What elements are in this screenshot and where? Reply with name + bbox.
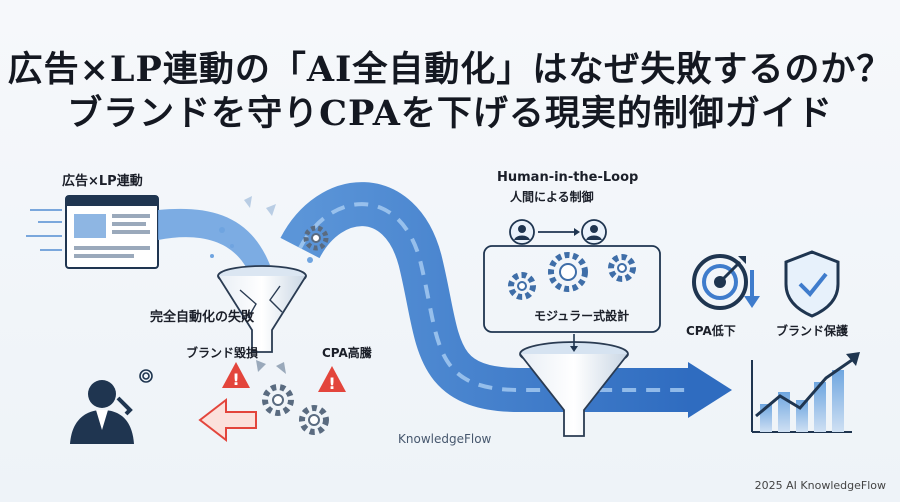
brand-name: KnowledgeFlow (398, 432, 492, 446)
label-cpa-soar: CPA高騰 (322, 346, 372, 360)
gear-icon (303, 225, 329, 251)
back-arrow-icon (198, 397, 257, 443)
growth-chart-icon (751, 352, 860, 433)
gear-hubs (272, 233, 321, 426)
flow-path-highlight (298, 202, 690, 392)
funnel-icon (519, 334, 629, 437)
footer-credit: 2025 AI KnowledgeFlow (754, 479, 886, 492)
ad-lp-window-icon (65, 195, 159, 269)
input-stream (158, 208, 270, 275)
title-line-1: 広告×LP連動の「AI全自動化」はなぜ失敗するのか？ (7, 49, 893, 90)
svg-text:!: ! (232, 370, 239, 389)
broken-funnel-icon (217, 265, 307, 374)
gear-hubs (517, 263, 627, 291)
title-line-2: ブランドを守りCPAを下げる現実的制御ガイド (67, 93, 833, 134)
page-title: 広告×LP連動の「AI全自動化」はなぜ失敗するのか？ ブランドを守りCPAを下げ… (0, 48, 900, 136)
person-glyphs (514, 225, 602, 240)
svg-text:!: ! (328, 374, 335, 393)
label-modular-design: モジュラー式設計 (534, 309, 630, 323)
hitl-loop (483, 219, 661, 333)
label-brand-damage: ブランド毀損 (186, 346, 259, 360)
label-full-auto-fail: 完全自動化の失敗 (150, 310, 255, 325)
label-hitl-ja: 人間による制御 (510, 190, 594, 204)
gear-icon (262, 384, 329, 435)
target-icon (692, 254, 760, 310)
label-ad-lp: 広告×LP連動 (62, 174, 143, 189)
shield-icon (784, 250, 840, 318)
flow-path (280, 182, 690, 412)
warning-icon: ! (222, 362, 250, 389)
label-cpa-down: CPA低下 (686, 324, 736, 338)
warning-icon: ! (318, 366, 346, 393)
label-brand-protect: ブランド保護 (776, 324, 849, 338)
label-hitl-en: Human-in-the-Loop (497, 170, 639, 185)
speed-lines (26, 209, 62, 251)
stressed-person-icon (70, 369, 153, 444)
flow-arrow-head (688, 362, 732, 418)
gear-icon (508, 252, 636, 300)
